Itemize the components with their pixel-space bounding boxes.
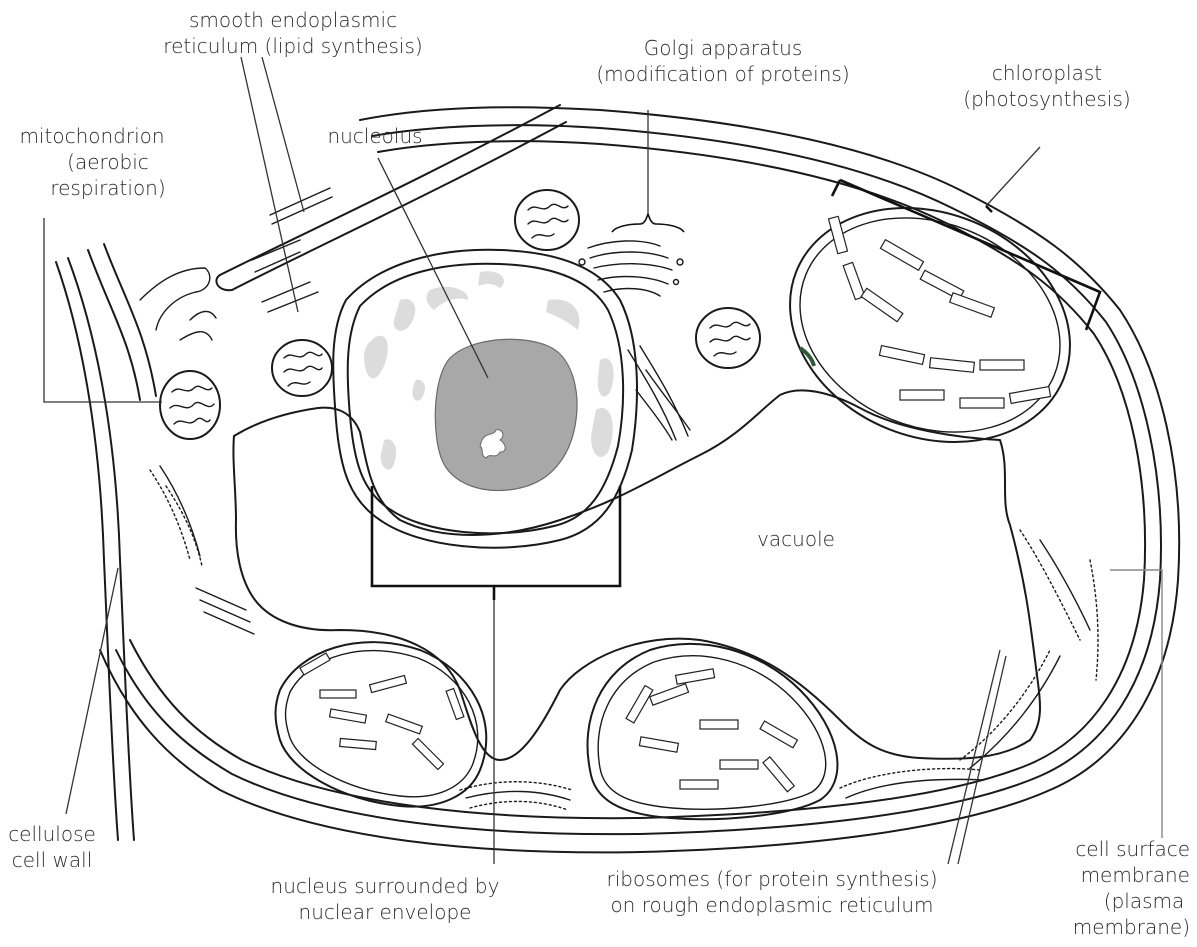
nucleus-bracket: [372, 486, 620, 600]
svg-text:smooth endoplasmic: smooth endoplasmic: [189, 8, 397, 32]
svg-text:nucleus surrounded by: nucleus surrounded by: [271, 874, 500, 898]
svg-text:(photosynthesis): (photosynthesis): [963, 87, 1130, 111]
svg-text:cell wall: cell wall: [12, 848, 93, 872]
svg-text:(plasma: (plasma: [1104, 889, 1184, 913]
svg-text:on rough endoplasmic reticulum: on rough endoplasmic reticulum: [610, 893, 933, 917]
leader-lines: [44, 57, 1162, 864]
svg-text:(modification of proteins): (modification of proteins): [596, 62, 849, 86]
label-chloroplast: chloroplast (photosynthesis): [963, 61, 1130, 111]
svg-text:mitochondrion: mitochondrion: [19, 124, 164, 148]
label-golgi: Golgi apparatus (modification of protein…: [596, 36, 849, 86]
label-vacuole: vacuole: [757, 527, 835, 551]
cell-wall: [56, 107, 1179, 852]
mitochondrion-left: [160, 371, 220, 439]
label-smooth-er: smooth endoplasmic reticulum (lipid synt…: [163, 8, 422, 58]
nucleus: [333, 250, 637, 548]
chloroplast-bottom-right: [588, 644, 838, 819]
mitochondrion-center: [272, 340, 332, 396]
label-ribosomes: ribosomes (for protein synthesis) on rou…: [607, 867, 938, 917]
svg-text:nuclear envelope: nuclear envelope: [299, 900, 472, 924]
svg-text:(aerobic: (aerobic: [67, 150, 149, 174]
svg-text:cell surface: cell surface: [1075, 837, 1190, 861]
svg-text:membrane: membrane: [1081, 863, 1190, 887]
svg-text:Golgi apparatus: Golgi apparatus: [644, 36, 803, 60]
chloroplast-bottom-left: [276, 642, 487, 806]
golgi-apparatus: [579, 241, 690, 440]
label-cell-surface-membrane: cell surface membrane (plasma membrane): [1073, 837, 1190, 939]
svg-text:respiration): respiration): [50, 176, 165, 200]
svg-text:chloroplast: chloroplast: [992, 61, 1102, 85]
svg-text:membrane): membrane): [1073, 915, 1190, 939]
svg-text:ribosomes (for protein synthes: ribosomes (for protein synthesis): [607, 867, 938, 891]
label-mitochondrion: mitochondrion (aerobic respiration): [19, 124, 165, 200]
golgi-brace: [612, 214, 684, 232]
mitochondrion-right: [696, 308, 760, 368]
mitochondrion-top: [515, 190, 579, 250]
svg-text:reticulum (lipid synthesis): reticulum (lipid synthesis): [163, 34, 422, 58]
nucleolus-body: [435, 339, 577, 490]
svg-text:cellulose: cellulose: [8, 822, 96, 846]
label-nucleolus: nucleolus: [327, 124, 422, 148]
label-nucleus: nucleus surrounded by nuclear envelope: [271, 874, 500, 924]
label-cell-wall: cellulose cell wall: [8, 822, 96, 872]
